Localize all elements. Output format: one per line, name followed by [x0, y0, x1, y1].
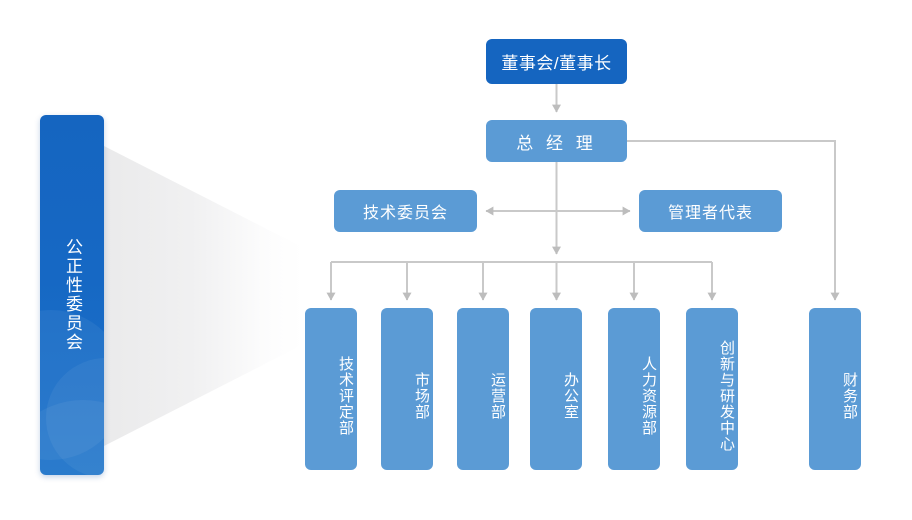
node-board-of-directors-label: 董事会/董事长	[501, 54, 612, 73]
node-general-manager[interactable]: 总 经 理	[486, 120, 627, 162]
node-department-marketing-label: 市场部	[413, 372, 430, 420]
node-management-representative[interactable]: 管理者代表	[639, 190, 782, 232]
node-technical-committee[interactable]: 技术委员会	[334, 190, 477, 232]
node-management-representative-label: 管理者代表	[667, 205, 753, 222]
node-technical-committee-label: 技术委员会	[362, 205, 448, 222]
node-department-innovation-rd-label: 创新与研发中心	[718, 340, 735, 452]
node-board-of-directors[interactable]: 董事会/董事长	[486, 39, 627, 84]
decorative-circle-icon	[40, 400, 104, 475]
node-department-human-resources-label: 人力资源部	[640, 356, 657, 436]
node-department-tech-assessment[interactable]: 技术评定部	[305, 308, 357, 470]
node-general-manager-label: 总 经 理	[516, 133, 597, 153]
node-department-innovation-rd[interactable]: 创新与研发中心	[686, 308, 738, 470]
node-department-finance[interactable]: 财务部	[809, 308, 861, 470]
node-department-operations-label: 运营部	[489, 372, 506, 420]
impartiality-committee-label: 公正性委员会	[63, 238, 83, 352]
impartiality-committee-panel[interactable]: 公正性委员会	[40, 115, 104, 475]
node-department-office-label: 办公室	[562, 372, 579, 420]
node-department-operations[interactable]: 运营部	[457, 308, 509, 470]
node-department-finance-label: 财务部	[841, 372, 858, 420]
node-department-tech-assessment-label: 技术评定部	[337, 356, 354, 436]
node-department-marketing[interactable]: 市场部	[381, 308, 433, 470]
decorative-circle-icon	[40, 310, 104, 460]
perspective-wedge	[104, 146, 304, 446]
node-department-office[interactable]: 办公室	[530, 308, 582, 470]
node-department-human-resources[interactable]: 人力资源部	[608, 308, 660, 470]
